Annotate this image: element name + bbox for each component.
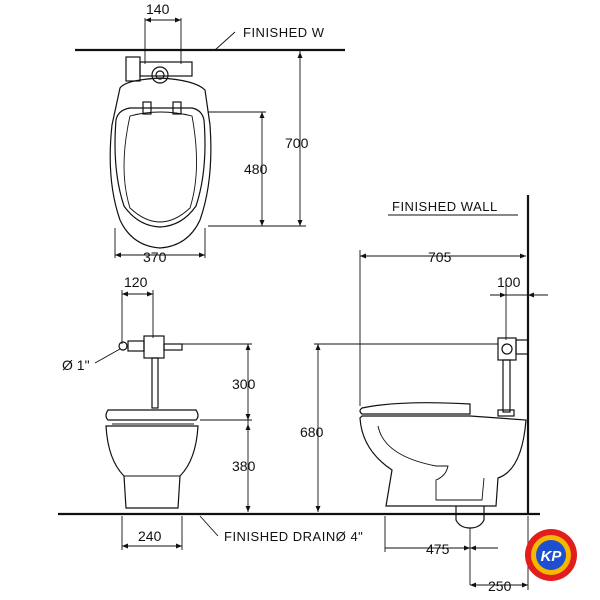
side-valve-nut — [501, 343, 513, 355]
top-seat-inner — [123, 111, 197, 223]
dim-480-arrow-bottom — [259, 220, 265, 226]
dim-140-arrow-left — [145, 17, 151, 23]
dim-480-text: 480 — [244, 161, 268, 177]
top-wall-leader — [214, 31, 236, 51]
dim-700-arrow-top — [297, 52, 303, 58]
dim-140-text: 140 — [146, 1, 170, 17]
side-finished-wall-label: FINISHED WALL — [392, 199, 498, 214]
top-view: FINISHED W 140 700 480 — [75, 1, 345, 265]
top-finished-wall-label: FINISHED W — [243, 25, 325, 40]
brand-logo: KP — [525, 529, 577, 581]
side-bowl — [359, 415, 527, 507]
dim-475-text: 475 — [426, 541, 450, 557]
side-spud — [497, 409, 515, 417]
top-valve-nut — [151, 66, 169, 84]
dim-240-arrow-left — [122, 543, 128, 549]
dim-100-arrow-left — [500, 292, 506, 298]
dim-140-arrow-right — [175, 17, 181, 23]
front-inlet-dia-text: Ø 1" — [62, 357, 90, 373]
dim-475-arrow-left — [464, 545, 470, 551]
top-flush-pipe — [139, 61, 193, 77]
dim-705-text: 705 — [428, 249, 452, 265]
side-drain-outlet — [455, 506, 485, 529]
dim-380-text: 380 — [232, 458, 256, 474]
dim-370-text: 370 — [143, 249, 167, 265]
front-flush-pipe — [151, 357, 159, 409]
top-seat-outline — [114, 107, 206, 228]
logo-text: KP — [541, 548, 563, 565]
dim-700-text: 700 — [285, 135, 309, 151]
dim-480-arrow-top — [259, 112, 265, 118]
dim-680-arrow-bottom — [315, 506, 321, 512]
dim-120-arrow-right — [147, 291, 153, 297]
dim-475-arrow-right — [470, 545, 476, 551]
dim-120-text: 120 — [124, 274, 148, 290]
top-hinge-left — [142, 101, 152, 115]
dim-370-arrow-right — [199, 252, 205, 258]
side-seat — [359, 402, 471, 415]
side-view: FINISHED WALL 705 100 680 — [300, 195, 548, 594]
side-flush-pipe — [502, 359, 511, 413]
top-bowl-outline — [109, 77, 212, 249]
front-bowl — [105, 425, 199, 509]
dim-100-text: 100 — [497, 274, 521, 290]
dim-240-arrow-right — [176, 543, 182, 549]
dim-250-text: 250 — [488, 578, 512, 594]
logo-center — [536, 540, 566, 570]
dim-240-text: 240 — [138, 528, 162, 544]
dim-700-arrow-bottom — [297, 220, 303, 226]
dim-120-arrow-left — [122, 291, 128, 297]
top-hinge-right — [172, 101, 182, 115]
dim-370-arrow-left — [115, 252, 121, 258]
dim-300-text: 300 — [232, 376, 256, 392]
dim-680-text: 680 — [300, 424, 324, 440]
front-inlet-leader — [94, 348, 121, 364]
side-trapway — [377, 425, 485, 501]
top-valve-body — [125, 56, 141, 82]
dim-300-arrow-bottom — [245, 414, 251, 420]
dim-250-arrow-left — [470, 582, 476, 588]
dim-250-arrow-right — [522, 582, 528, 588]
dim-380-arrow-bottom — [245, 506, 251, 512]
side-flush-valve — [497, 337, 517, 361]
dim-705-arrow-left — [360, 253, 366, 259]
front-handle — [163, 343, 183, 351]
dim-705-arrow-right — [520, 253, 526, 259]
front-seat — [105, 409, 199, 421]
dim-100-arrow-right — [528, 292, 534, 298]
front-flush-valve — [143, 335, 165, 359]
drain-leader — [199, 515, 219, 537]
dim-300-arrow-top — [245, 344, 251, 350]
front-view: 120 Ø 1" 300 380 240 FINI — [58, 274, 540, 550]
finished-drain-label: FINISHED DRAINØ 4" — [224, 529, 363, 544]
dim-680-arrow-top — [315, 344, 321, 350]
front-inlet-circle — [118, 341, 128, 351]
side-wall-flange — [515, 339, 529, 355]
top-valve-nut-inner — [155, 70, 165, 80]
front-stop-valve — [127, 340, 145, 352]
dim-380-arrow-top — [245, 424, 251, 430]
